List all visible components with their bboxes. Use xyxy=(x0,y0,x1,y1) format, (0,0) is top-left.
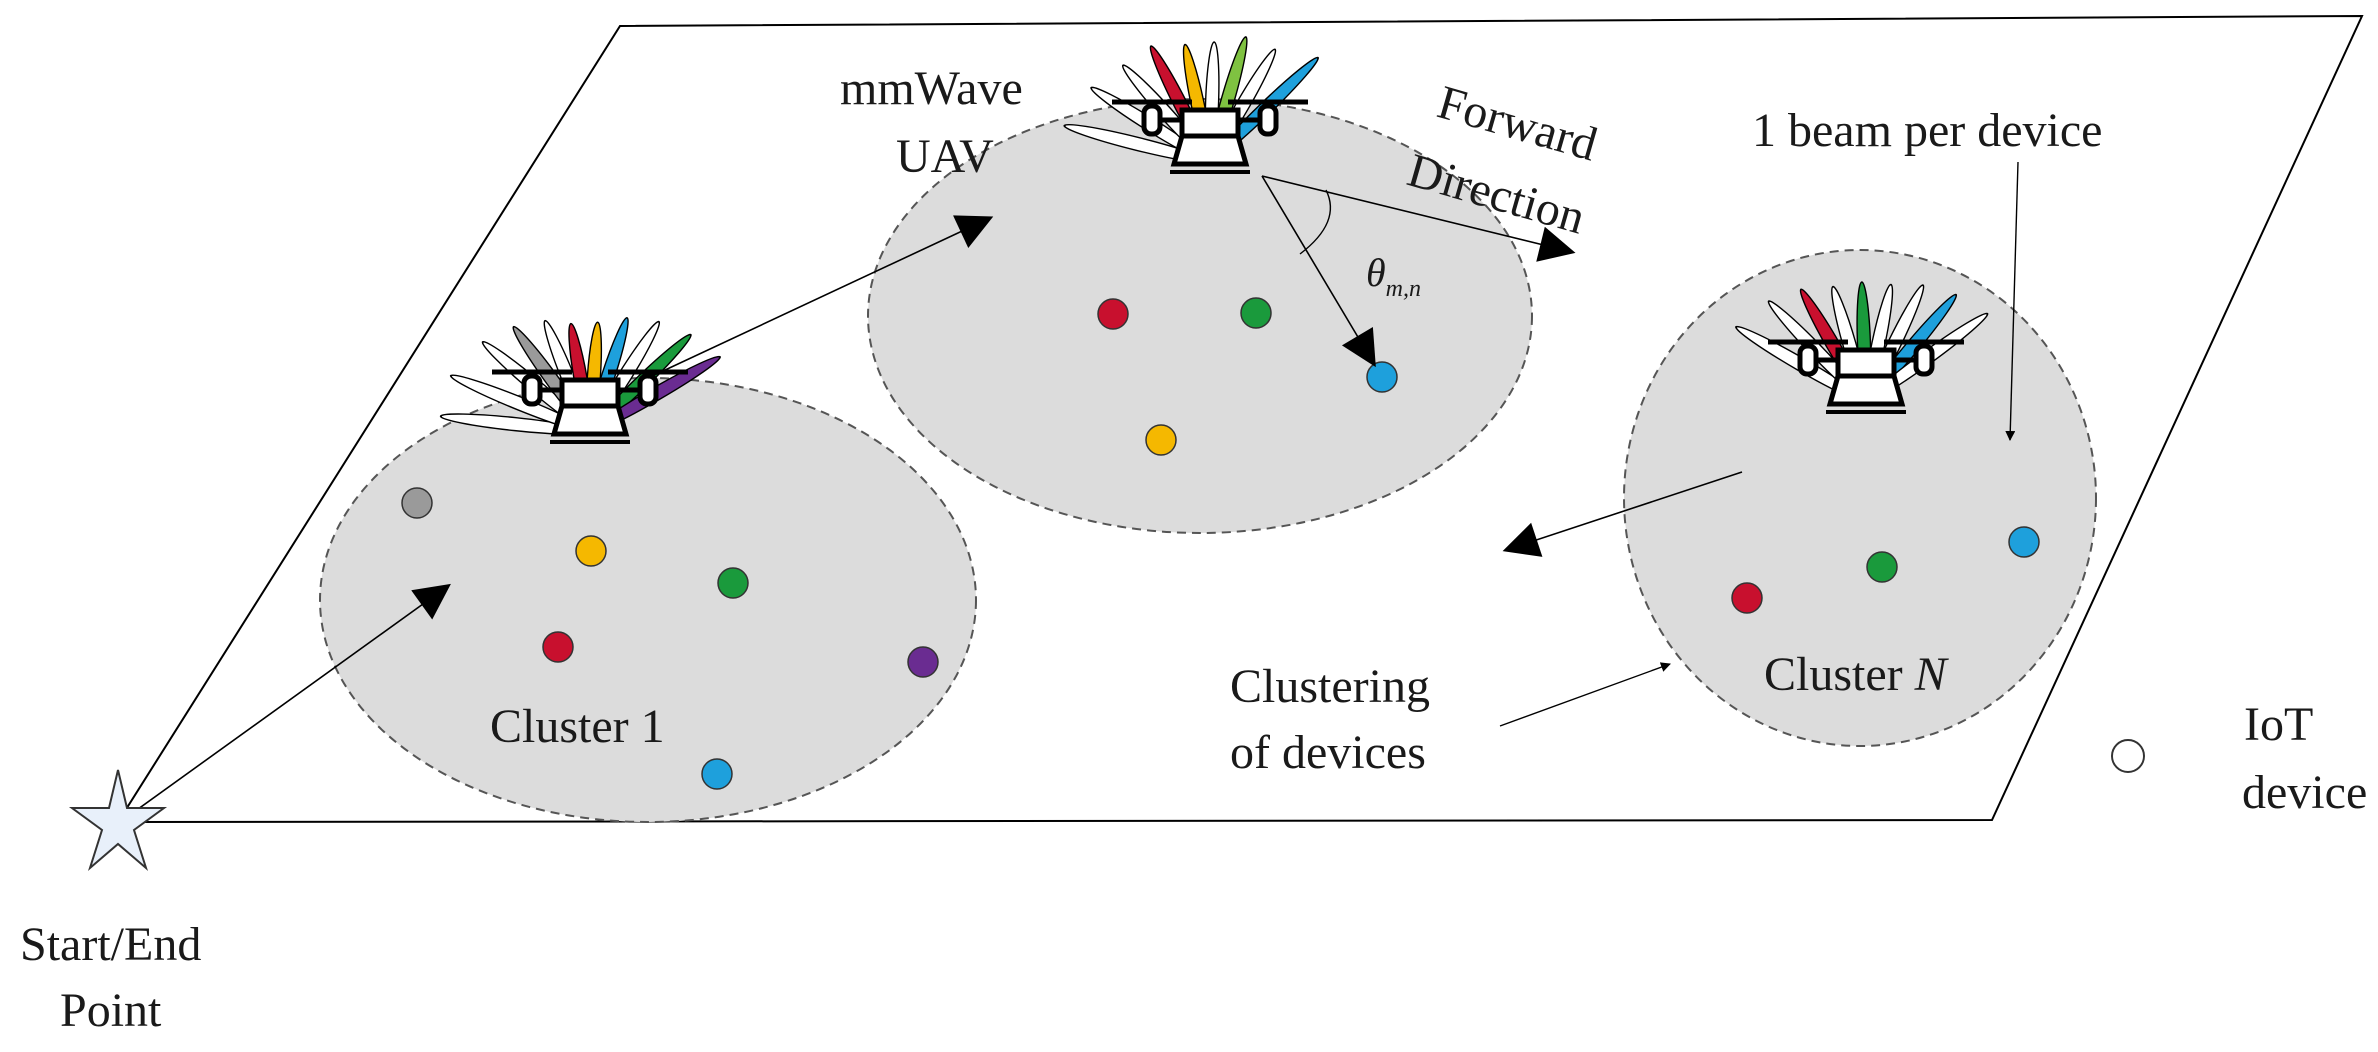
iot-device-icon xyxy=(2111,739,2145,773)
start-end-star-icon xyxy=(68,769,168,872)
start-end-label-line1: Start/End xyxy=(20,918,201,971)
path-arrow-clusterN-to-next xyxy=(1502,471,1743,557)
device-purple xyxy=(907,646,939,678)
device-red xyxy=(542,631,574,663)
beam-to-device-arrow xyxy=(1261,175,1376,368)
beam-annotation-arrow xyxy=(2005,161,2019,441)
device-yellow xyxy=(575,535,607,567)
forward-direction-arrow xyxy=(1261,175,1576,262)
device-blue xyxy=(2008,526,2040,558)
path-arrow-start-to-cluster1 xyxy=(119,583,451,823)
theta-angle-arc xyxy=(1299,189,1332,255)
ground-plane xyxy=(116,14,2364,824)
device-red xyxy=(1731,582,1763,614)
mmwave-uav-label-line2: UAV xyxy=(896,130,994,183)
mmwave-uav-label-line1: mmWave xyxy=(840,62,1023,115)
device-green xyxy=(1240,297,1272,329)
clustering-label-line2: of devices xyxy=(1230,726,1426,779)
cluster-n-region xyxy=(1623,249,2097,747)
cluster-n xyxy=(1623,249,2097,747)
device-blue xyxy=(701,758,733,790)
device-gray xyxy=(401,487,433,519)
device-red xyxy=(1097,298,1129,330)
beam-per-device-label: 1 beam per device xyxy=(1752,104,2102,157)
cluster-2 xyxy=(867,98,1533,534)
device-blue xyxy=(1366,361,1398,393)
device-yellow xyxy=(1145,424,1177,456)
path-arrow-cluster1-to-cluster2 xyxy=(647,215,994,379)
cluster-1-label: Cluster 1 xyxy=(490,700,665,753)
cluster-1 xyxy=(319,377,977,823)
iot-device-label-line2: device xyxy=(2242,766,2367,819)
cluster-n-label: Cluster N xyxy=(1764,648,1950,701)
start-end-label-line2: Point xyxy=(60,984,162,1037)
iot-device-label-line1: IoT xyxy=(2244,698,2313,751)
clustering-label-line1: Clustering xyxy=(1230,660,1430,713)
clustering-annotation-arrow xyxy=(1499,662,1671,727)
device-green xyxy=(717,567,749,599)
theta-label: θm,n xyxy=(1366,250,1421,302)
cluster-1-region xyxy=(319,377,977,823)
device-green xyxy=(1866,551,1898,583)
